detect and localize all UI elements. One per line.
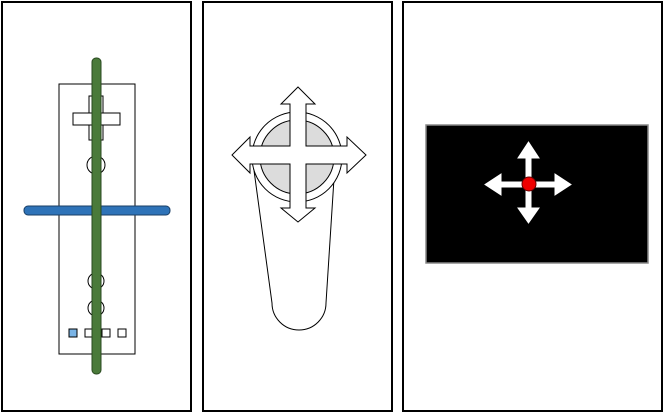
remote-illustration <box>23 57 171 375</box>
green-rod <box>91 57 102 375</box>
screen-panel <box>402 1 663 412</box>
nunchuk-illustration <box>231 86 367 331</box>
nunchuk-body <box>252 162 336 331</box>
indicator-light-4 <box>117 328 127 338</box>
remote-panel <box>1 1 192 412</box>
nunchuk-panel <box>202 1 393 412</box>
indicator-light-3 <box>101 328 111 338</box>
screen-illustration <box>425 124 649 264</box>
indicator-light-1 <box>68 328 78 338</box>
cursor-dot-icon <box>521 176 537 192</box>
screen-display <box>425 124 649 264</box>
move-arrows-icon <box>231 86 367 223</box>
